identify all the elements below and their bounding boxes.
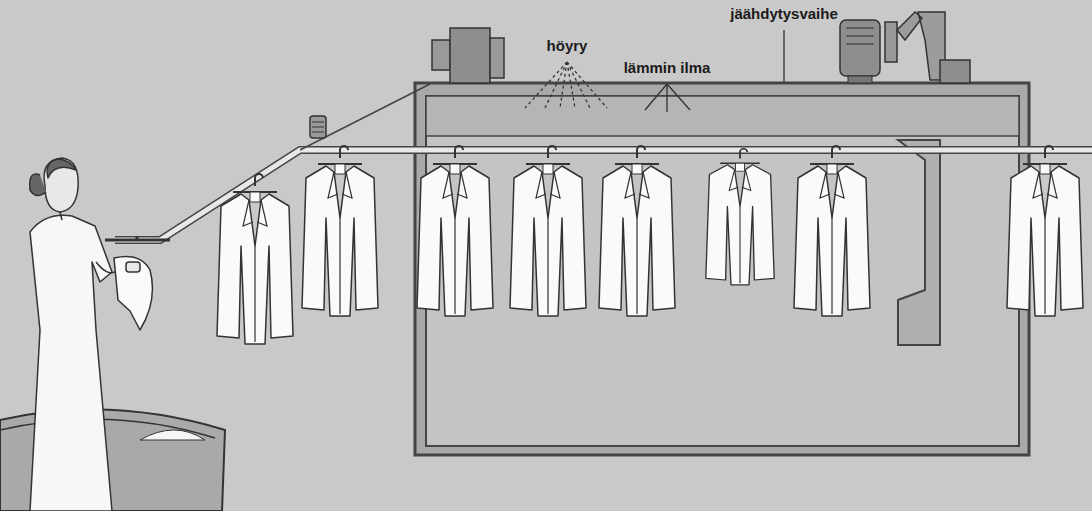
part-label: jäähdytysvaihe	[728, 6, 840, 21]
part-label: lämmin ilma	[622, 60, 713, 75]
part-label: höyry	[545, 38, 590, 53]
